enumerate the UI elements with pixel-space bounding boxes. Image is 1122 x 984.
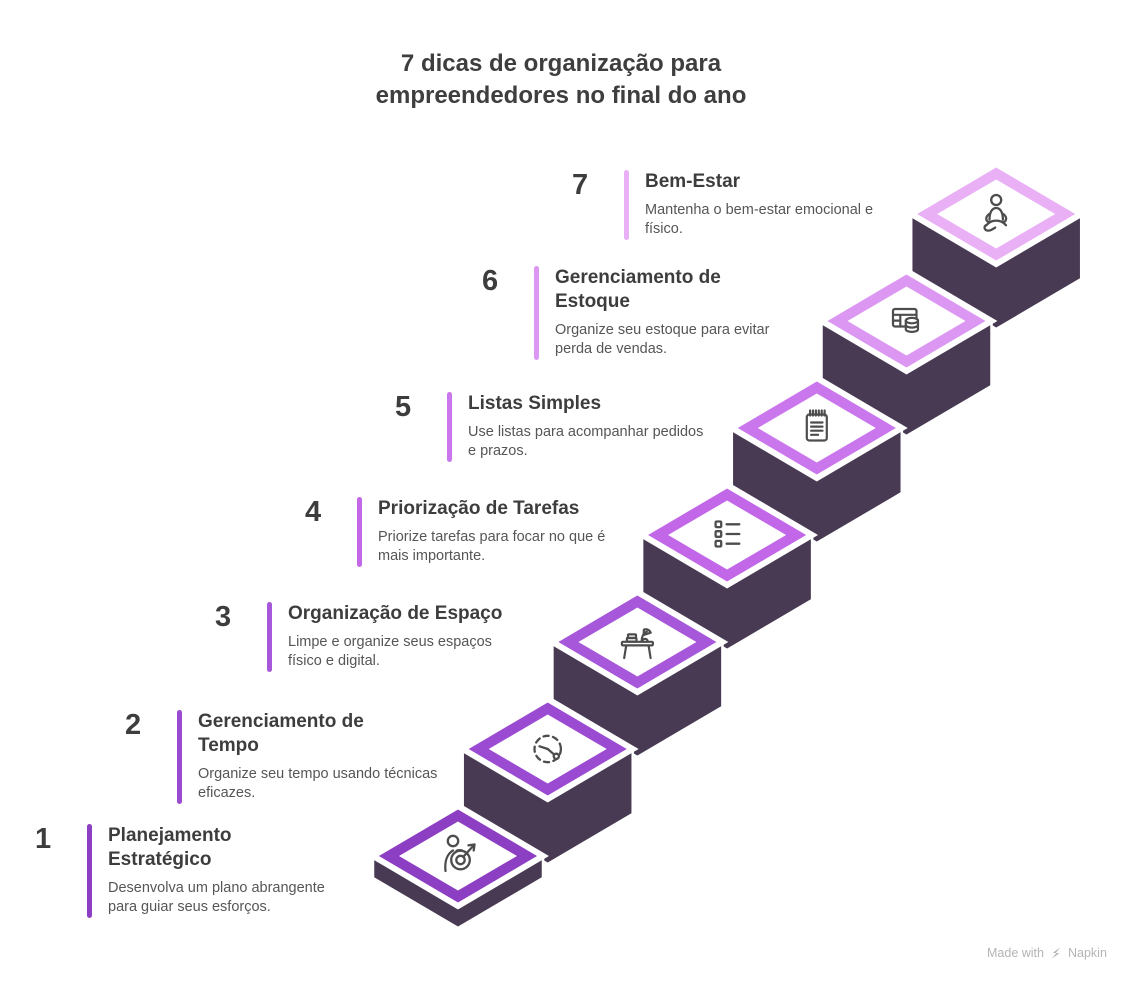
step-2-block xyxy=(456,695,639,866)
step-label-5: 5 Listas Simples Use listas para acompan… xyxy=(395,391,708,463)
step-text: Gerenciamento de Estoque Organize seu es… xyxy=(539,266,795,360)
step-text: Priorização de Tarefas Priorize tarefas … xyxy=(362,497,618,567)
step-number: 3 xyxy=(215,601,232,633)
step-4-block xyxy=(636,481,819,652)
made-with-label: Made with xyxy=(987,946,1044,960)
page-title: 7 dicas de organização para empreendedor… xyxy=(375,50,747,110)
step-1-block xyxy=(367,802,549,930)
step-text: Organização de Espaço Limpe e organize s… xyxy=(272,602,528,672)
step-label-3: 3 Organização de Espaço Limpe e organize… xyxy=(215,601,528,673)
step-number: 7 xyxy=(572,169,589,201)
step-description: Organize seu estoque para evitar perda d… xyxy=(555,321,770,358)
step-description: Use listas para acompanhar pedidos e pra… xyxy=(468,423,704,460)
step-accent-bar xyxy=(624,170,629,241)
step-title: Planejamento Estratégico xyxy=(108,825,232,870)
step-7-block xyxy=(905,160,1088,331)
step-label-6: 6 Gerenciamento de Estoque Organize seu … xyxy=(482,266,795,360)
step-label-4: 4 Priorização de Tarefas Priorize tarefa… xyxy=(305,496,618,568)
napkin-logo-icon xyxy=(1051,947,1061,959)
step-accent-bar xyxy=(177,710,182,804)
step-text: Bem-Estar Mantenha o bem-estar emocional… xyxy=(629,170,885,240)
step-title: Priorização de Tarefas xyxy=(378,498,580,519)
step-description: Organize seu tempo usando técnicas efica… xyxy=(198,765,438,802)
step-accent-bar xyxy=(267,602,272,673)
step-accent-bar xyxy=(534,266,539,360)
step-diamond-face xyxy=(757,393,876,463)
step-number: 5 xyxy=(395,391,412,423)
step-number: 2 xyxy=(125,709,142,741)
step-title: Gerenciamento de Tempo xyxy=(198,711,364,756)
step-text: Planejamento Estratégico Desenvolva um p… xyxy=(92,824,348,918)
step-title: Listas Simples xyxy=(468,393,602,414)
step-accent-bar xyxy=(87,824,92,918)
step-3-block xyxy=(546,588,729,759)
step-5-block xyxy=(725,374,908,545)
step-accent-bar xyxy=(357,497,362,568)
step-title: Organização de Espaço xyxy=(288,603,503,624)
step-label-7: 7 Bem-Estar Mantenha o bem-estar emocion… xyxy=(572,169,885,241)
credit-footer: Made with Napkin xyxy=(987,946,1107,960)
step-diamond-face xyxy=(937,179,1056,249)
step-label-2: 2 Gerenciamento de Tempo Organize seu te… xyxy=(125,710,438,804)
step-number: 1 xyxy=(35,823,52,855)
step-description: Limpe e organize seus espaços físico e d… xyxy=(288,633,492,670)
step-description: Priorize tarefas para focar no que é mai… xyxy=(378,528,606,565)
brand-label: Napkin xyxy=(1067,946,1107,960)
step-accent-bar xyxy=(447,392,452,463)
step-text: Listas Simples Use listas para acompanha… xyxy=(452,392,708,462)
step-title: Gerenciamento de Estoque xyxy=(555,267,721,312)
step-title: Bem-Estar xyxy=(645,171,741,192)
step-description: Mantenha o bem-estar emocional e físico. xyxy=(645,201,874,238)
step-number: 6 xyxy=(482,265,499,297)
step-label-1: 1 Planejamento Estratégico Desenvolva um… xyxy=(35,824,348,918)
step-number: 4 xyxy=(305,496,322,528)
step-text: Gerenciamento de Tempo Organize seu temp… xyxy=(182,710,438,804)
step-6-block xyxy=(815,267,998,438)
step-description: Desenvolva um plano abrangente para guia… xyxy=(108,879,325,916)
